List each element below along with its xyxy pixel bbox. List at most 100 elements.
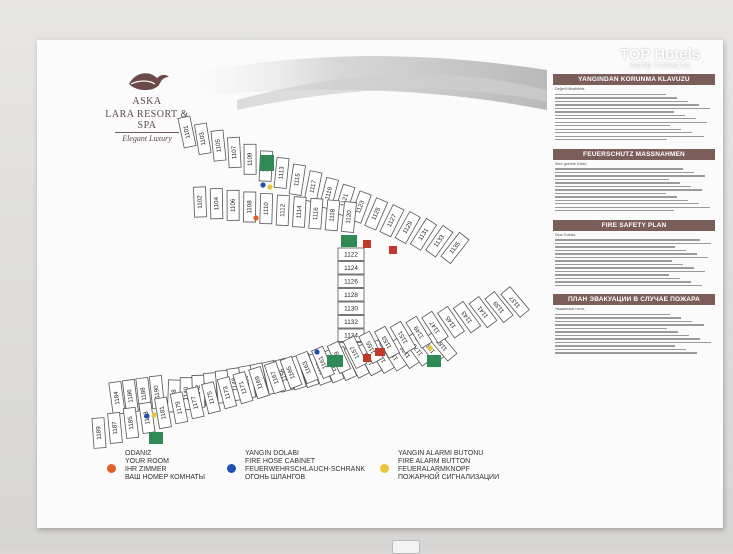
text-line — [555, 104, 699, 106]
room-number: 1117 — [309, 179, 319, 194]
panel-intro: Sehr geehrte Gäste, — [555, 161, 588, 166]
stair-icon — [341, 235, 357, 247]
exit-icon — [375, 348, 385, 356]
spine-room: 1124 — [337, 261, 365, 275]
spine-room: 1126 — [337, 274, 365, 288]
fire-alarm-icon — [267, 184, 273, 190]
text-line — [555, 199, 688, 201]
room-cell: 1113 — [273, 156, 290, 189]
fire-alarm-icon — [151, 412, 157, 418]
decorative-swoosh — [157, 56, 547, 110]
text-line — [555, 331, 679, 333]
text-line — [555, 260, 672, 262]
panel-intro: Dear Guests, — [555, 232, 577, 237]
fire-alarm-dot-icon — [380, 464, 389, 473]
room-number: 1103 — [198, 131, 207, 146]
your-room-marker-icon — [253, 215, 259, 221]
room-number: 1124 — [344, 265, 358, 272]
room-number: 1186 — [126, 388, 135, 403]
room-number: 1148 — [231, 377, 240, 392]
room-number: 1118 — [329, 208, 337, 222]
fire-hose-icon — [260, 182, 266, 188]
room-cell: 1106 — [226, 189, 240, 221]
text-line — [555, 100, 688, 103]
room-cell: 1129 — [394, 210, 421, 245]
hotel-logo: ASKA LARA RESORT & SPA Elegant Luxury — [97, 68, 197, 143]
text-line — [555, 341, 712, 344]
your-room-dot-icon — [107, 464, 116, 473]
room-number: 1108 — [246, 200, 253, 214]
text-line — [555, 128, 682, 130]
logo-line-2: LARA RESORT & SPA — [105, 109, 189, 131]
text-line — [555, 313, 671, 316]
room-cell: 1101 — [177, 115, 197, 149]
legend-line: IHR ZIMMER — [125, 466, 167, 473]
room-cell: 1179 — [169, 391, 189, 425]
room-cell: 1181 — [154, 396, 172, 430]
text-line — [555, 125, 671, 127]
text-line — [555, 111, 674, 113]
watermark-subtitle: ФОТО ТУРИСТА — [629, 63, 691, 70]
legend-line: ВАШ НОМЕР КОМНАТЫ — [125, 474, 206, 481]
room-number: 1173 — [222, 385, 232, 400]
room-cell: 1109 — [243, 143, 257, 175]
text-line — [555, 274, 669, 276]
text-line — [555, 348, 687, 351]
text-line — [555, 203, 699, 205]
room-cell: 1131 — [409, 217, 438, 251]
text-line — [555, 267, 695, 269]
room-number: 1114 — [296, 205, 304, 219]
text-line — [555, 185, 691, 188]
room-cell: 1125 — [364, 197, 389, 231]
text-line — [555, 107, 710, 110]
room-number: 1102 — [196, 195, 203, 209]
room-number: 1181 — [158, 405, 167, 420]
room-number: 1101 — [182, 124, 192, 139]
text-line — [555, 317, 682, 319]
exit-icon — [363, 240, 371, 248]
room-cell: 1165 — [279, 355, 303, 390]
room-number: 1184 — [113, 390, 122, 405]
room-cell: 1173 — [216, 376, 238, 410]
room-number: 1190 — [153, 384, 161, 399]
room-number: 1128 — [344, 292, 358, 299]
text-line — [555, 320, 693, 323]
exit-icon — [363, 354, 371, 362]
room-number: 1123 — [355, 199, 366, 214]
room-number: 1187 — [111, 420, 119, 434]
room-cell: 1167 — [263, 360, 287, 395]
room-cell: 1137 — [500, 286, 530, 318]
room-cell: 1102 — [193, 186, 207, 218]
panel-body: Уважаемые гости, — [553, 305, 715, 360]
text-line — [555, 281, 691, 283]
text-line — [555, 249, 687, 252]
fire-hose-dot-icon — [227, 464, 236, 473]
room-cell: 1115 — [288, 163, 306, 196]
spine-room: 1130 — [337, 301, 365, 315]
stair-icon — [260, 155, 274, 171]
text-line — [555, 93, 666, 96]
floor-map: 1101110311051107110911111113111511171119… — [91, 115, 530, 449]
room-number: 1119 — [324, 186, 334, 201]
text-line — [555, 192, 666, 195]
room-cell: 1104 — [209, 188, 224, 220]
fire-hose-icon — [144, 413, 150, 419]
text-line — [555, 139, 668, 141]
text-line — [555, 97, 677, 99]
panel-body: Sehr geehrte Gäste, — [553, 160, 715, 218]
text-line — [555, 171, 695, 174]
room-number: 1167 — [269, 370, 280, 385]
room-number: 1126 — [344, 279, 358, 286]
panel-intro: Değerli Misafirimiz, — [555, 87, 586, 91]
room-cell: 1143 — [452, 300, 482, 334]
room-number: 1104 — [213, 196, 220, 210]
room-number: 1113 — [278, 166, 286, 180]
text-line — [555, 277, 680, 280]
room-number: 1107 — [231, 145, 239, 159]
bird-logo-icon — [129, 73, 169, 91]
text-line — [555, 196, 677, 198]
text-line — [555, 338, 701, 340]
room-number: 1105 — [214, 138, 222, 153]
panel-heading: FEUERSCHUTZ MASSNAHMEN — [553, 148, 715, 160]
stair-icon — [149, 432, 163, 444]
